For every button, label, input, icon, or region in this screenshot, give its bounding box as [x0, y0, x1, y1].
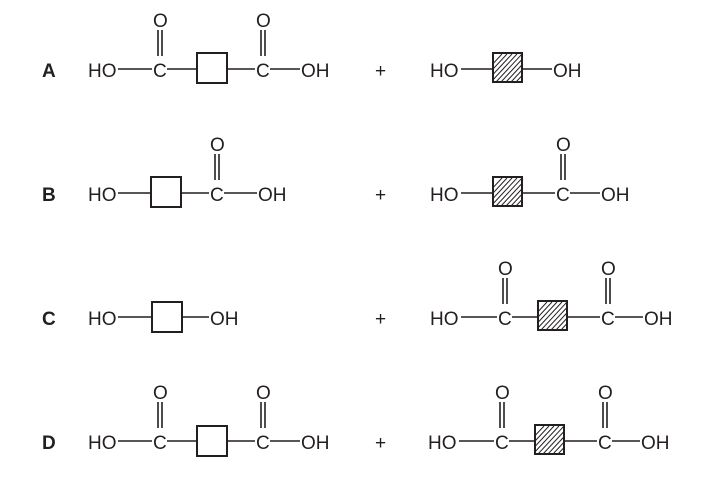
plus-sign: +: [375, 185, 386, 206]
atom-ho: HO: [88, 433, 117, 454]
reactant-left-hydroxy-acid: HO C O OH: [88, 135, 287, 208]
atom-o: O: [556, 135, 571, 156]
atom-oh: OH: [210, 309, 239, 330]
atom-c: C: [256, 433, 270, 454]
atom-c: C: [495, 433, 509, 454]
hatched-square-unit: [492, 52, 523, 83]
atom-o: O: [256, 11, 271, 32]
white-square-unit: [196, 52, 228, 84]
atom-c: C: [598, 433, 612, 454]
atom-ho: HO: [430, 185, 459, 206]
atom-ho: HO: [88, 61, 117, 82]
atom-o: O: [153, 11, 168, 32]
atom-oh: OH: [641, 433, 670, 454]
plus-sign: +: [375, 433, 386, 454]
reactant-right-diol: HO OH: [430, 52, 582, 83]
plus-sign: +: [375, 309, 386, 330]
hatched-square-unit: [492, 176, 523, 207]
atom-o: O: [498, 259, 513, 280]
option-d[interactable]: D HO C O C O OH + HO C O: [42, 383, 670, 457]
reactant-left-dicarboxylic-acid: HO C O C O OH: [88, 11, 330, 84]
atom-oh: OH: [301, 433, 330, 454]
option-label: D: [42, 433, 56, 454]
atom-oh: OH: [644, 309, 673, 330]
reactant-right-dicarboxylic-acid: HO C O: [428, 383, 670, 455]
white-square-unit: [151, 301, 183, 333]
atom-o: O: [153, 383, 168, 404]
white-square-unit: [150, 176, 182, 208]
atom-ho: HO: [428, 433, 457, 454]
atom-c: C: [601, 309, 615, 330]
atom-c: C: [153, 433, 167, 454]
atom-c: C: [256, 61, 270, 82]
option-label: A: [42, 61, 56, 82]
atom-o: O: [256, 383, 271, 404]
atom-oh: OH: [553, 61, 582, 82]
atom-c: C: [210, 185, 224, 206]
option-a[interactable]: A HO C O C O OH + HO: [42, 11, 582, 84]
atom-o: O: [601, 259, 616, 280]
atom-oh: OH: [258, 185, 287, 206]
plus-sign: +: [375, 61, 386, 82]
hatched-square-unit: [537, 300, 568, 331]
atom-ho: HO: [430, 309, 459, 330]
hatched-square-unit: [534, 424, 565, 455]
atom-ho: HO: [88, 309, 117, 330]
atom-ho: HO: [88, 185, 117, 206]
reactant-right-hydroxy-acid: HO C O: [430, 135, 630, 207]
atom-o: O: [598, 383, 613, 404]
atom-c: C: [153, 61, 167, 82]
atom-oh: OH: [601, 185, 630, 206]
atom-c: C: [498, 309, 512, 330]
reactant-left-diol: HO OH: [88, 301, 239, 333]
atom-o: O: [210, 135, 225, 156]
reactant-right-dicarboxylic-acid: HO C O: [430, 259, 673, 331]
atom-o: O: [495, 383, 510, 404]
option-label: B: [42, 185, 56, 206]
atom-ho: HO: [430, 61, 459, 82]
atom-oh: OH: [301, 61, 330, 82]
atom-c: C: [556, 185, 570, 206]
white-square-unit: [196, 425, 228, 457]
option-c[interactable]: C HO OH + HO C O: [42, 259, 673, 333]
reactant-left-dicarboxylic-acid: HO C O C O OH: [88, 383, 330, 457]
option-b[interactable]: B HO C O OH + HO: [42, 135, 630, 208]
option-label: C: [42, 309, 56, 330]
